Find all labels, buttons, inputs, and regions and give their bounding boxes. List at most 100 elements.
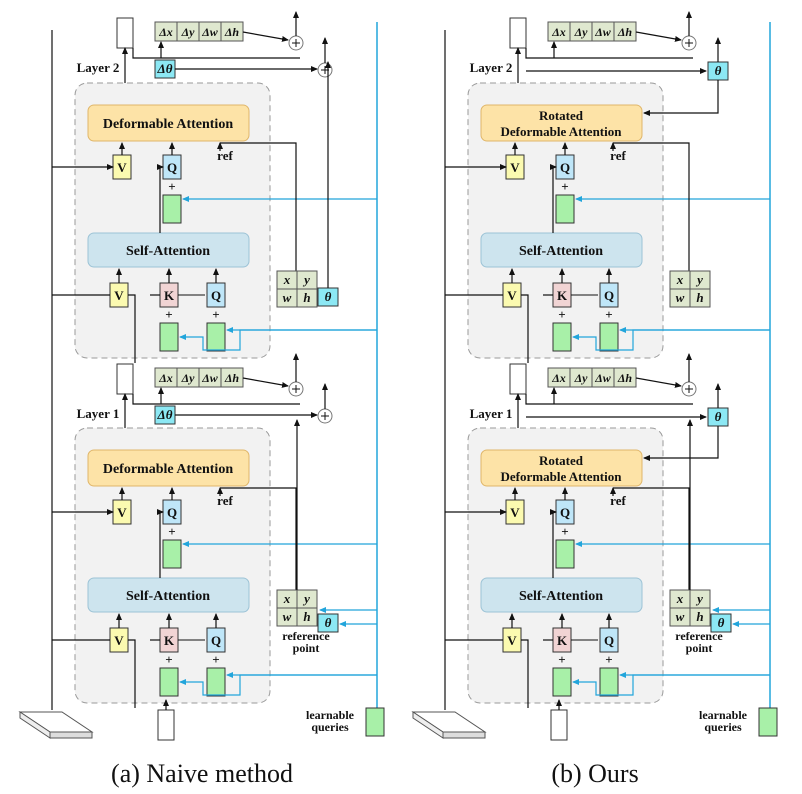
reference-point-label-1: reference [675, 629, 723, 643]
delta-line [525, 48, 693, 59]
box-h-cell [296, 288, 318, 308]
deformable-attention-box [480, 449, 643, 487]
self-v-label: V [114, 288, 124, 303]
self-q-plus: + [212, 652, 219, 667]
cross-pos-embed-box [555, 194, 575, 224]
ref-label: ref [217, 148, 233, 163]
layer-output-box [116, 17, 134, 49]
self-q-pos-embed-box [599, 322, 619, 352]
self-k-label: K [557, 633, 568, 648]
self-q-label: Q [604, 633, 614, 648]
layer-label: Layer 1 [77, 406, 120, 421]
self-k-label: K [164, 288, 175, 303]
ref-line [613, 487, 690, 618]
mid-theta-label: θ [325, 289, 332, 304]
box-w-label: w [676, 290, 685, 305]
layer-label: Layer 1 [470, 406, 513, 421]
cross-pos-embed-box [162, 539, 182, 569]
delta-dy-label: Δy [181, 25, 196, 39]
box-h-cell [689, 607, 711, 627]
delta-dx-label: Δx [158, 25, 173, 39]
box-y-label: y [695, 272, 703, 287]
self-k-label: K [557, 288, 568, 303]
self-attention-label: Self-Attention [126, 589, 210, 604]
box-w-label: w [283, 609, 292, 624]
self-v-input [521, 639, 529, 708]
self-attention-box [480, 232, 643, 268]
box-h-label: h [303, 609, 310, 624]
self-k-pos-embed-box [552, 667, 572, 697]
blue-to-self-k-pos [572, 329, 770, 351]
deformable-attention-box [87, 449, 250, 487]
theta-out-label: θ [715, 409, 722, 424]
deformable-attention-label-2: Deformable Attention [501, 469, 623, 484]
deformable-attention-box [480, 104, 643, 142]
self-out-to-q [157, 164, 164, 233]
cross-q-label: Q [560, 505, 570, 520]
self-v-input [128, 294, 136, 363]
caption-a: (a) Naive method [111, 759, 293, 788]
box-y-label: y [302, 591, 310, 606]
cross-v-label: V [117, 160, 127, 175]
layer-label: Layer 2 [77, 60, 120, 75]
box-w-label: w [676, 609, 685, 624]
learnable-queries-label-2: queries [311, 720, 349, 734]
self-v-label: V [507, 288, 517, 303]
self-v-label: V [507, 633, 517, 648]
box-x-label: x [283, 272, 291, 287]
delta-dw-label: Δw [201, 25, 219, 39]
ref-line [613, 142, 690, 273]
self-k-plus: + [558, 652, 565, 667]
delta-dw-label: Δw [594, 25, 612, 39]
self-v-input [128, 639, 136, 708]
layer-label: Layer 2 [470, 60, 513, 75]
reference-point-label-1: reference [282, 629, 330, 643]
deformable-attention-label-1: Rotated [539, 108, 584, 123]
ref-label: ref [610, 493, 626, 508]
box-y-label: y [302, 272, 310, 287]
delta-dx-label: Δx [551, 25, 566, 39]
learnable-queries-box [365, 707, 385, 737]
blue-to-self-k-pos [179, 329, 377, 351]
self-v-input [521, 294, 529, 363]
self-q-pos-embed-box [206, 322, 226, 352]
deformable-attention-label-2: Deformable Attention [501, 124, 623, 139]
box-x-label: x [676, 591, 684, 606]
box-h-cell [689, 288, 711, 308]
learnable-queries-box [758, 707, 778, 737]
deformable-attention-label: Deformable Attention [103, 462, 233, 477]
box-h-cell [296, 607, 318, 627]
delta-dy-label: Δy [574, 25, 589, 39]
delta-dx-label: Δx [551, 371, 566, 385]
self-attention-label: Self-Attention [519, 589, 603, 604]
deformable-attention-label-1: Rotated [539, 453, 584, 468]
delta-dw-label: Δw [201, 371, 219, 385]
delta-dh-label: Δh [617, 371, 633, 385]
delta-dx-label: Δx [158, 371, 173, 385]
self-k-plus: + [165, 307, 172, 322]
cross-v-label: V [117, 505, 127, 520]
self-k-label: K [164, 633, 175, 648]
cross-pos-embed-box [162, 194, 182, 224]
deformable-attention-label: Deformable Attention [103, 117, 233, 132]
delta-dh-cell [613, 367, 637, 388]
self-q-plus: + [605, 652, 612, 667]
self-attention-box [87, 232, 250, 268]
cross-q-label: Q [560, 160, 570, 175]
self-k-plus: + [165, 652, 172, 667]
ref-theta-label: θ [718, 615, 725, 630]
cross-plus: + [168, 524, 175, 539]
blue-to-self-k-pos [572, 674, 770, 696]
delta-to-plus [242, 377, 289, 388]
delta-dh-label: Δh [224, 371, 240, 385]
theta-out-label: θ [715, 63, 722, 78]
delta-dy-label: Δy [574, 371, 589, 385]
box-h-label: h [303, 290, 310, 305]
cross-v-label: V [510, 160, 520, 175]
deformable-attention-box [87, 104, 250, 142]
self-k-plus: + [558, 307, 565, 322]
cross-pos-embed-box [555, 539, 575, 569]
